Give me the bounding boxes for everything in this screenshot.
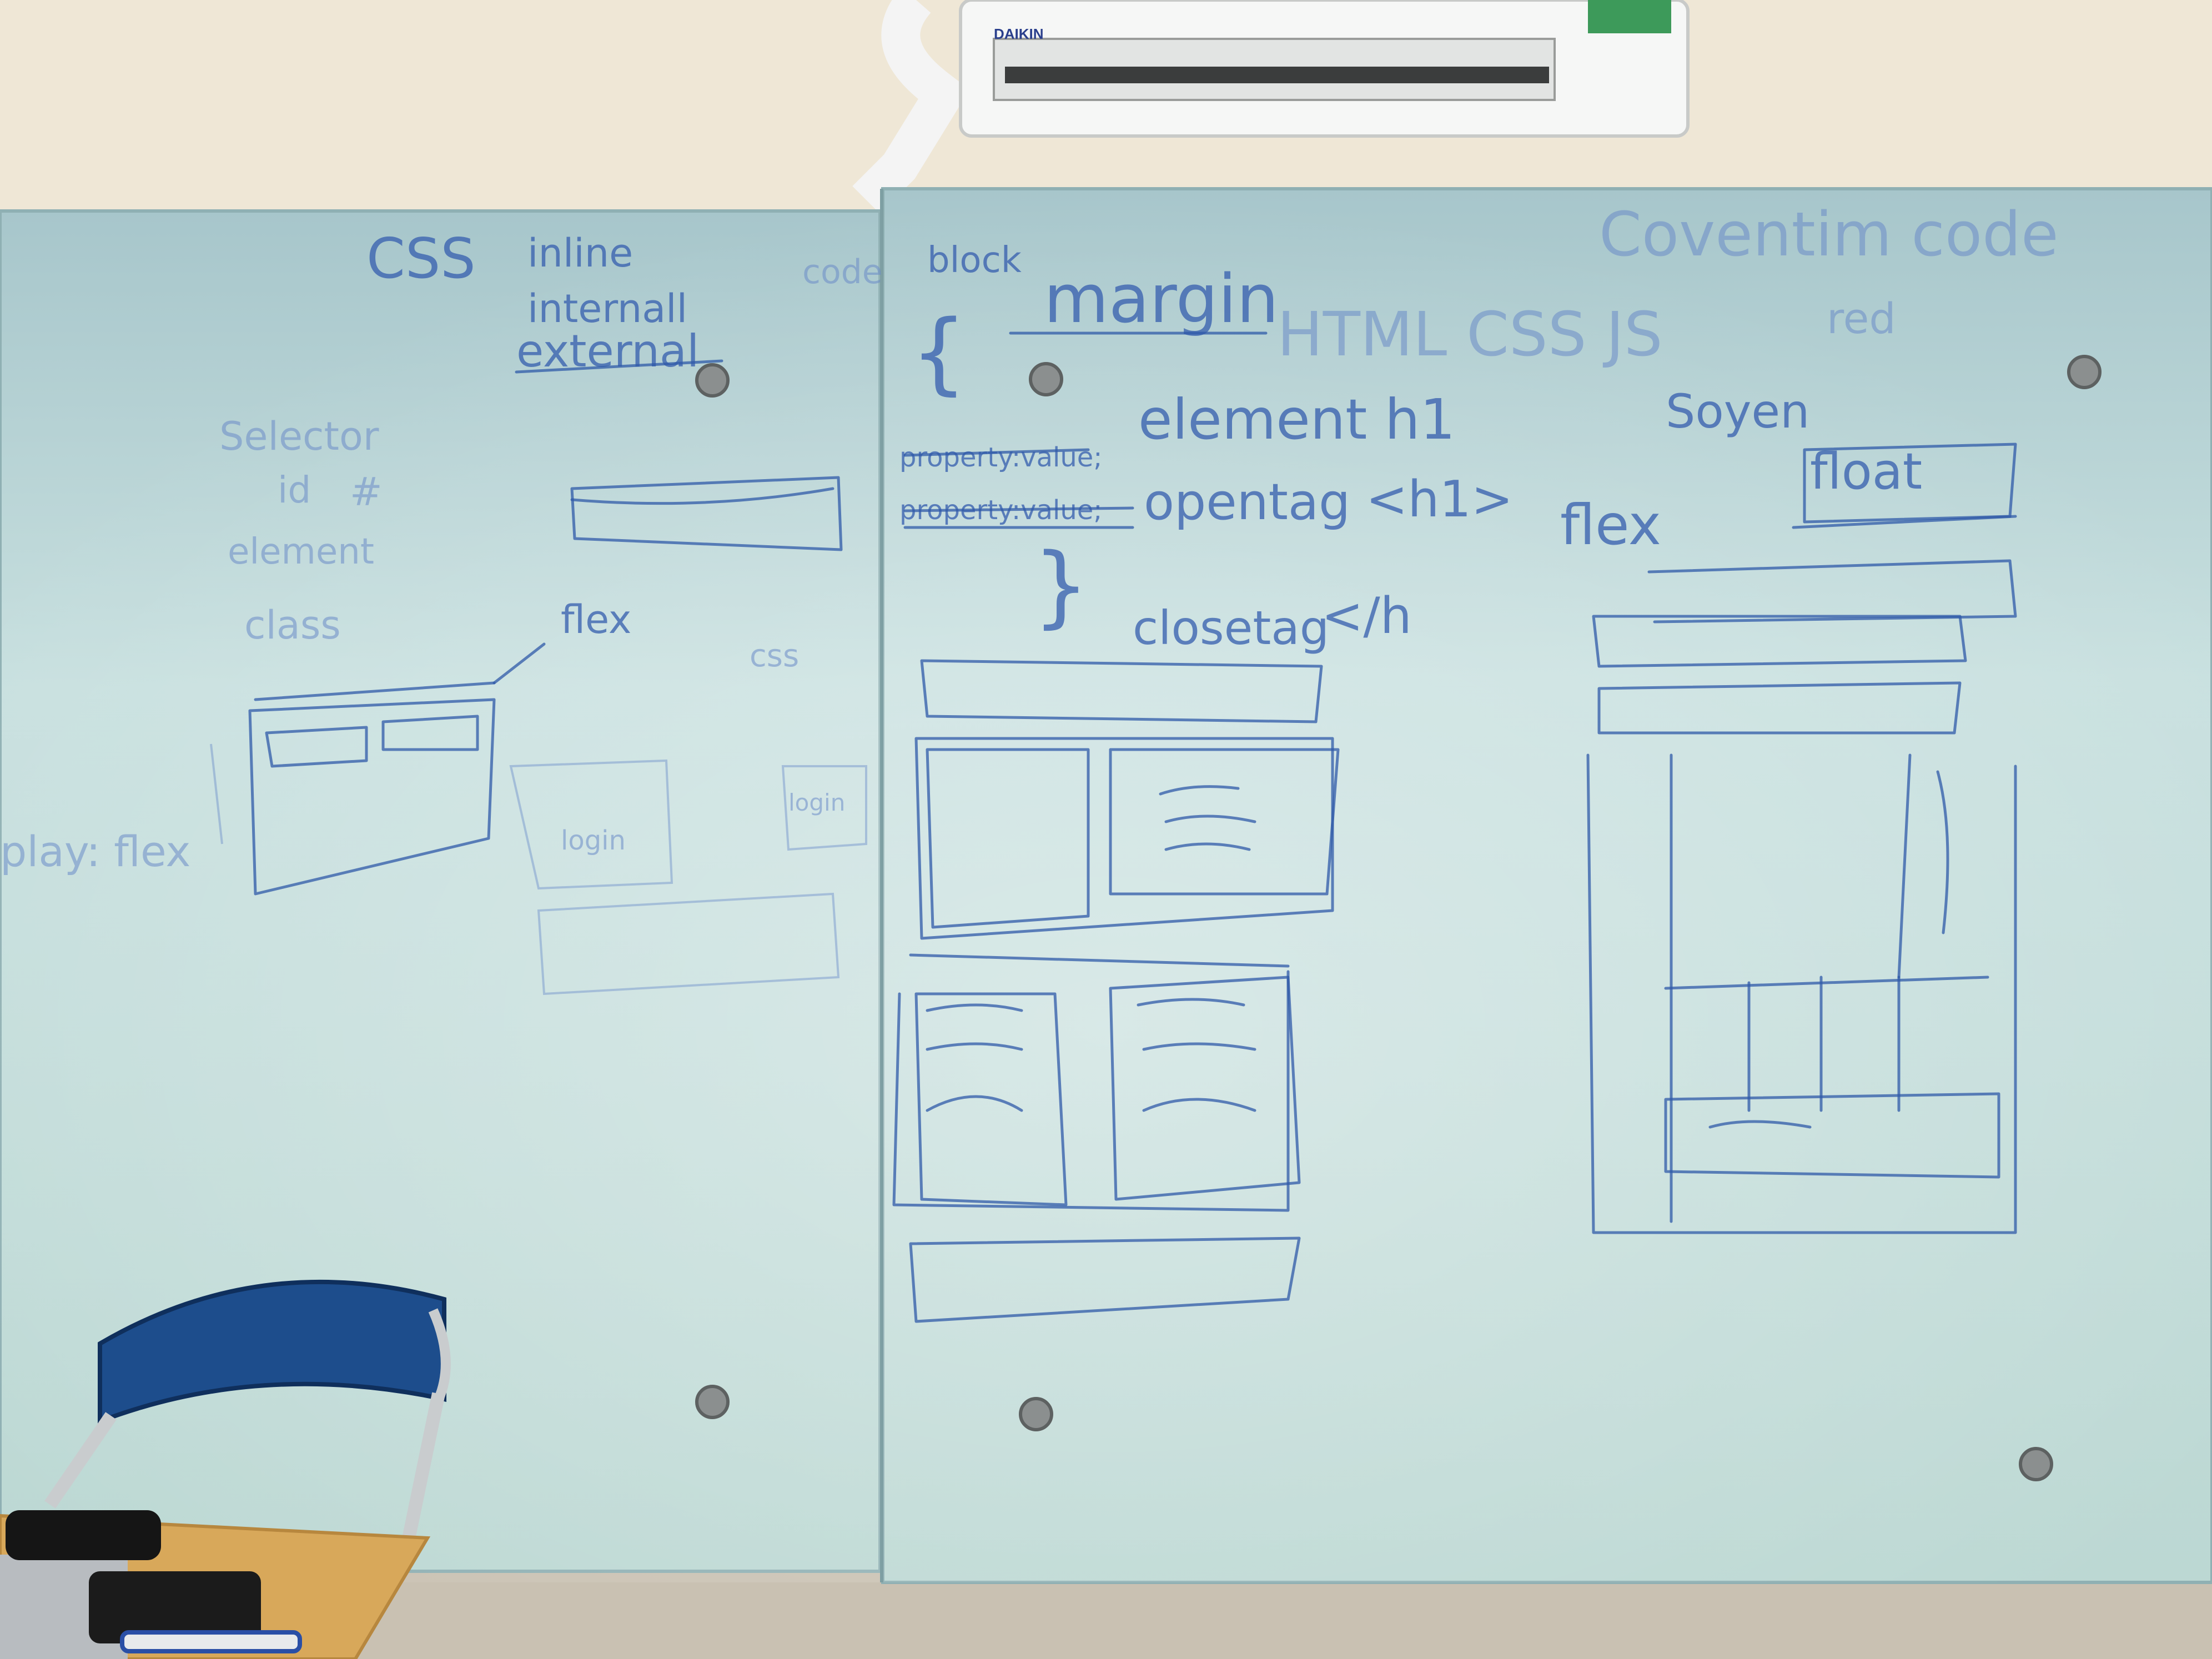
right-flex: flex: [1560, 492, 1661, 557]
desk: [0, 1510, 431, 1659]
left-flex: flex: [561, 597, 631, 642]
ac-brand-text: DAIKIN: [994, 26, 1044, 42]
middle-margin: margin: [1044, 261, 1279, 338]
middle-opentag: opentag: [1144, 473, 1350, 531]
middle-block: block: [927, 240, 1022, 281]
left-inline: inline: [527, 230, 633, 276]
left-class: class: [244, 602, 341, 648]
left-element: element: [228, 531, 374, 572]
wallet: [89, 1571, 261, 1643]
left-wireframe-sketches: [210, 359, 867, 996]
marker-pen: [120, 1630, 302, 1653]
left-hash: #: [350, 469, 383, 515]
middle-property-value-1: property:value;: [899, 442, 1102, 473]
middle-wireframe-sketches: [892, 331, 1340, 1323]
right-float: float: [1810, 443, 1922, 501]
left-login-a: login: [561, 825, 626, 856]
air-conditioner: DAIKIN: [852, 0, 1690, 214]
middle-red: red: [1827, 294, 1896, 343]
middle-brace-open: {: [911, 300, 967, 404]
middle-langs: HTML CSS JS: [1277, 299, 1663, 370]
right-wireframe-sketches: [1586, 443, 2017, 1234]
left-selector: Selector: [219, 414, 379, 459]
right-convention: Coventim code: [1599, 199, 2059, 270]
left-css-heading: CSS: [366, 226, 476, 291]
middle-closetag: closetag: [1133, 601, 1329, 655]
standoff-screws: [695, 355, 2102, 1481]
right-soyen: Soyen: [1666, 384, 1809, 439]
left-login-b: login: [788, 789, 845, 816]
middle-element-h1: element h1: [1138, 387, 1455, 452]
left-css-small: css: [750, 638, 799, 674]
middle-close-h1: </h: [1321, 587, 1412, 645]
left-id: id: [278, 469, 311, 511]
black-case: [6, 1510, 161, 1560]
left-code: code: [802, 253, 883, 291]
middle-brace-close: }: [1033, 534, 1089, 637]
left-internal: internall: [527, 286, 687, 331]
middle-h1-tag: <h1>: [1366, 470, 1513, 529]
chair: [44, 1279, 451, 1556]
left-display-flex: play: flex: [0, 827, 190, 876]
whiteboard: CSS inline internall external code Selec…: [0, 187, 2212, 1584]
